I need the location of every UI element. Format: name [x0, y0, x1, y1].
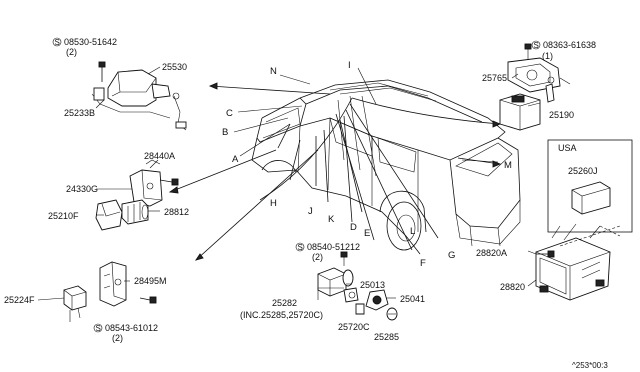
horn-bracket-28495M	[99, 261, 157, 307]
switch-25190	[499, 93, 541, 131]
usa-variant-box	[547, 139, 633, 233]
sensor-25210F	[95, 199, 149, 231]
screw-symbol: S	[96, 324, 101, 333]
lamp-assembly-25765	[507, 43, 571, 103]
screw-number-3: 08540-51212	[307, 242, 360, 252]
part-label-28812: 28812	[164, 207, 189, 217]
clip-25720C	[355, 303, 365, 315]
control-unit-28820	[535, 223, 621, 301]
relay-25224F	[63, 285, 87, 322]
part-label-28495M: 28495M	[134, 276, 167, 286]
cap-25285	[386, 307, 398, 321]
part-label-25233B: 25233B	[64, 108, 95, 118]
letter-N: N	[270, 66, 277, 77]
screw-number-2: 08363-61638	[543, 40, 596, 50]
screw-symbol-icon	[52, 37, 62, 47]
actuator-25530	[91, 61, 187, 131]
part-label-25210F: 25210F	[48, 211, 79, 221]
letter-G: G	[448, 250, 455, 261]
part-label-25013: 25013	[360, 280, 385, 290]
screw-qty-2: (1)	[542, 51, 553, 61]
letter-I: I	[348, 60, 351, 71]
screw-qty-3: (2)	[312, 252, 323, 262]
part-label-25720C: 25720C	[338, 322, 370, 332]
part-label-25260J: 25260J	[568, 166, 598, 176]
usa-label: USA	[558, 143, 577, 153]
letter-J: J	[308, 206, 313, 217]
letter-A: A	[232, 154, 239, 165]
part-label-28820: 28820	[500, 282, 525, 292]
part-label-25041: 25041	[400, 294, 425, 304]
letter-E: E	[364, 228, 370, 239]
diagram-code: ^253*00:3	[572, 361, 608, 370]
letter-K: K	[328, 214, 335, 225]
harness-leader-lines	[168, 82, 502, 261]
letter-M: M	[504, 160, 512, 171]
letter-H: H	[270, 198, 277, 209]
part-label-24330G: 24330G	[66, 184, 98, 194]
letter-F: F	[420, 258, 426, 269]
part-label-25530: 25530	[162, 62, 187, 72]
bracket-24330G	[129, 159, 179, 207]
screw-qty-4: (2)	[112, 333, 123, 343]
screw-symbol-icon	[93, 323, 103, 333]
letter-B: B	[222, 127, 228, 138]
letter-D: D	[350, 222, 357, 233]
letter-C: C	[226, 108, 233, 119]
switch-body-25041	[365, 289, 389, 311]
switch-assembly-25013	[317, 251, 359, 303]
part-labels: S 08530-51642 (2) S 08363-61638 (1) S 08…	[4, 37, 598, 343]
screw-symbol: S	[298, 243, 303, 252]
letter-callout-arrows	[233, 67, 499, 163]
screw-symbol-icon	[531, 40, 541, 50]
part-label-28440A: 28440A	[144, 151, 175, 161]
part-label-25282: 25282	[272, 298, 297, 308]
part-label-25224F: 25224F	[4, 295, 35, 305]
screw-number-4: 08543-61012	[105, 323, 158, 333]
label-leader-lines	[37, 66, 541, 301]
letter-labels: N I C B A H J K D E L F G M	[222, 60, 512, 269]
letter-L: L	[410, 226, 415, 237]
vehicle-body	[251, 79, 521, 255]
part-label-28820A: 28820A	[476, 248, 507, 258]
part-label-25285: 25285	[374, 332, 399, 342]
screw-symbol: S	[534, 41, 539, 50]
screw-symbol: S	[55, 38, 60, 47]
part-label-25765: 25765	[482, 73, 507, 83]
part-label-25282-includes: (INC.25285,25720C)	[240, 310, 323, 320]
screw-qty-1: (2)	[66, 47, 77, 57]
part-label-25190: 25190	[549, 110, 574, 120]
screw-number-1: 08530-51642	[64, 37, 117, 47]
screw-symbol-icon	[295, 242, 305, 252]
